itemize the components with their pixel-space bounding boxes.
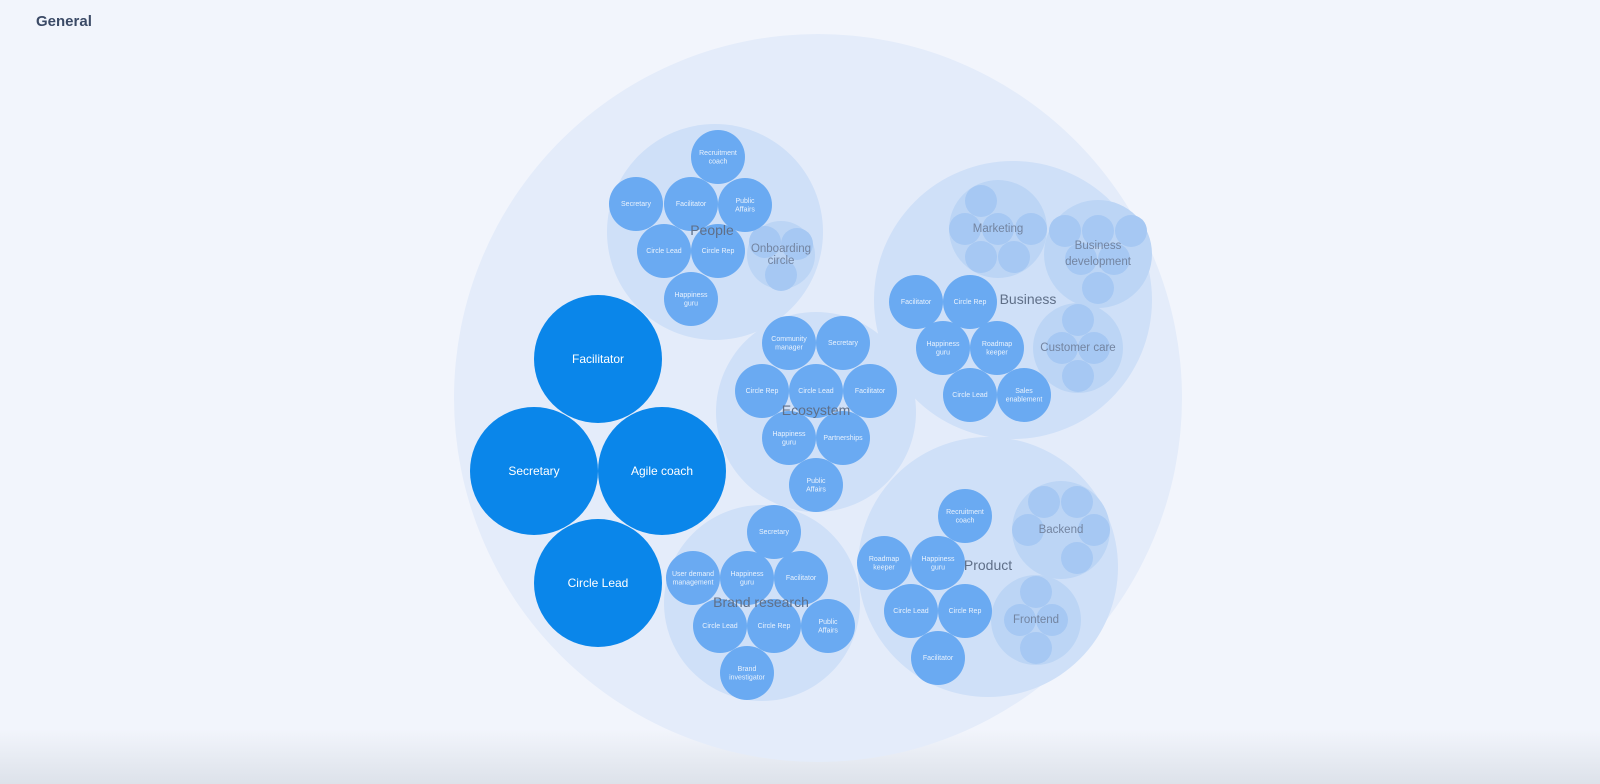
- subcircle-role[interactable]: [1061, 486, 1093, 518]
- role-public-affairs[interactable]: [801, 599, 855, 653]
- role-happiness-guru[interactable]: [664, 272, 718, 326]
- subcircle-role[interactable]: [1004, 604, 1036, 636]
- role-circle-lead[interactable]: [943, 368, 997, 422]
- subcircle-role[interactable]: [1078, 332, 1110, 364]
- role-facilitator[interactable]: [843, 364, 897, 418]
- subcircle-role[interactable]: [1098, 243, 1130, 275]
- role-brand-investigator[interactable]: [720, 646, 774, 700]
- subcircle-role[interactable]: [1036, 604, 1068, 636]
- subcircle-role[interactable]: [1028, 486, 1060, 518]
- role-happiness-guru[interactable]: [720, 551, 774, 605]
- subcircle-role[interactable]: [1115, 215, 1147, 247]
- subcircle-role[interactable]: [1082, 272, 1114, 304]
- page-title: General: [36, 13, 92, 30]
- subcircle-role[interactable]: [1062, 360, 1094, 392]
- subcircle-role[interactable]: [998, 241, 1030, 273]
- role-circle-rep[interactable]: [747, 599, 801, 653]
- role-happiness-guru[interactable]: [911, 536, 965, 590]
- role-roadmap-keeper[interactable]: [857, 536, 911, 590]
- role-happiness-guru[interactable]: [762, 411, 816, 465]
- subcircle-role[interactable]: [965, 185, 997, 217]
- core-role-secretary[interactable]: [470, 407, 598, 535]
- role-recruitment-coach[interactable]: [691, 130, 745, 184]
- subcircle-role[interactable]: [1020, 632, 1052, 664]
- role-circle-lead[interactable]: [693, 599, 747, 653]
- role-circle-rep[interactable]: [938, 584, 992, 638]
- subcircle-role[interactable]: [1061, 542, 1093, 574]
- role-public-affairs[interactable]: [718, 178, 772, 232]
- subcircle-role[interactable]: [1062, 304, 1094, 336]
- role-sales-enablement[interactable]: [997, 368, 1051, 422]
- role-circle-rep[interactable]: [735, 364, 789, 418]
- subcircle-role[interactable]: [1012, 514, 1044, 546]
- role-partnerships[interactable]: [816, 411, 870, 465]
- role-user-demand-management[interactable]: [666, 551, 720, 605]
- role-circle-rep[interactable]: [691, 224, 745, 278]
- subcircle-role[interactable]: [1065, 243, 1097, 275]
- role-facilitator[interactable]: [774, 551, 828, 605]
- role-secretary[interactable]: [816, 316, 870, 370]
- role-recruitment-coach[interactable]: [938, 489, 992, 543]
- subcircle-role[interactable]: [781, 228, 813, 260]
- core-role-circle-lead[interactable]: [534, 519, 662, 647]
- subcircle-role[interactable]: [949, 213, 981, 245]
- role-secretary[interactable]: [747, 505, 801, 559]
- core-role-agile-coach[interactable]: [598, 407, 726, 535]
- subcircle-role[interactable]: [1046, 332, 1078, 364]
- subcircle-role[interactable]: [765, 259, 797, 291]
- subcircle-role[interactable]: [982, 213, 1014, 245]
- role-public-affairs[interactable]: [789, 458, 843, 512]
- role-facilitator[interactable]: [889, 275, 943, 329]
- core-role-facilitator[interactable]: [534, 295, 662, 423]
- role-community-manager[interactable]: [762, 316, 816, 370]
- role-circle-lead[interactable]: [637, 224, 691, 278]
- subcircle-role[interactable]: [1049, 215, 1081, 247]
- role-circle-lead[interactable]: [884, 584, 938, 638]
- role-facilitator[interactable]: [664, 177, 718, 231]
- role-roadmap-keeper[interactable]: [970, 321, 1024, 375]
- role-circle-rep[interactable]: [943, 275, 997, 329]
- subcircle-role[interactable]: [1082, 215, 1114, 247]
- subcircle-role[interactable]: [749, 226, 781, 258]
- role-facilitator[interactable]: [911, 631, 965, 685]
- subcircle-role[interactable]: [1020, 576, 1052, 608]
- subcircle-role[interactable]: [1015, 213, 1047, 245]
- role-secretary[interactable]: [609, 177, 663, 231]
- role-happiness-guru[interactable]: [916, 321, 970, 375]
- subcircle-role[interactable]: [1078, 514, 1110, 546]
- subcircle-role[interactable]: [965, 241, 997, 273]
- role-circle-lead[interactable]: [789, 364, 843, 418]
